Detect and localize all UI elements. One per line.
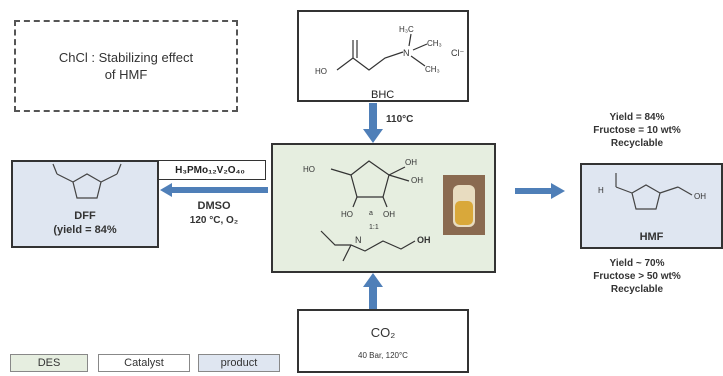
hmf-structure: H OH: [598, 173, 706, 210]
ring-bond-right: [388, 174, 410, 182]
bhc-methyl-bond-2: [412, 43, 428, 51]
dff-product-box: DFF (yield = 84%: [11, 160, 159, 248]
center-oh-top: OH: [405, 158, 417, 167]
bhc-chloride-label: Cl⁻: [451, 48, 464, 58]
dff-aldehyde-right: [116, 163, 122, 175]
hmf-bond-right: [659, 186, 679, 194]
center-oh-bottom: OH: [383, 210, 395, 219]
choline-methyl-bond: [342, 244, 352, 262]
fructose-ring: [350, 160, 390, 198]
bhc-structure: HO N H₃C CH₃ CH₃ Cl⁻ BHC: [315, 25, 464, 101]
arrow-right-to-hmf: [515, 183, 565, 199]
legend-catalyst: Catalyst: [98, 354, 190, 372]
bhc-label: BHC: [371, 89, 394, 101]
center-n-label: N: [355, 235, 362, 245]
arrow-down-from-bhc: [363, 103, 383, 143]
vial-liquid: [455, 201, 473, 225]
hmf-product-box: H OH HMF: [580, 163, 723, 249]
ring-bond-bottom-right: [382, 196, 388, 208]
hmf-bond-left: [615, 186, 633, 194]
hmf-bottom-yield: Yield ~ 70%: [609, 258, 665, 269]
legend-des-label: DES: [37, 357, 61, 369]
center-oh-right: OH: [411, 176, 423, 185]
hmf-bond-oh: [677, 186, 693, 196]
dff-name: DFF: [74, 210, 96, 222]
legend-product: product: [198, 354, 280, 372]
hmf-top-yield: Yield = 84%: [609, 112, 665, 123]
center-ho-left: HO: [303, 165, 315, 174]
bhc-h3c-label: H₃C: [399, 25, 414, 34]
bhc-methyl-bond-1: [408, 33, 412, 47]
dff-bond-right: [100, 173, 118, 183]
ring-bond-left: [330, 168, 352, 176]
hmf-h-label: H: [598, 186, 604, 195]
hmf-bottom-fructose: Fructose > 50 wt%: [593, 271, 681, 282]
bhc-methyl-bond-3: [410, 55, 426, 67]
ring-bond-bottom-left: [352, 196, 358, 208]
hmf-oh-label: OH: [694, 192, 706, 201]
bhc-n-label: N: [403, 48, 410, 58]
hmf-name: HMF: [639, 231, 664, 243]
hmf-bottom-recyclable: Recyclable: [610, 284, 664, 295]
bhc-box: HO N H₃C CH₃ CH₃ Cl⁻ BHC: [297, 10, 469, 102]
hmf-top-recyclable: Recyclable: [610, 138, 664, 149]
hmf-top-fructose: Fructose = 10 wt%: [593, 125, 681, 136]
choline-chain-bond: [320, 230, 416, 252]
dff-bond-left: [56, 173, 74, 183]
center-oh-chain: OH: [417, 235, 431, 245]
co2-formula: CO₂: [370, 325, 396, 340]
co2-conditions: 40 Bar, 120°C: [358, 351, 408, 360]
note-line-1: ChCl : Stabilizing effect: [58, 50, 194, 65]
dff-furan-ring: [72, 173, 102, 199]
hmf-furan-ring: [631, 184, 661, 210]
dff-aldehyde-left: [52, 163, 58, 175]
des-structure: HO OH OH HO OH a 1:1 N OH: [303, 158, 485, 262]
co2-box: CO₂ 40 Bar, 120°C: [297, 309, 469, 373]
solvent-label: DMSO: [197, 200, 231, 212]
conditions-label: 120 °C, O₂: [189, 215, 239, 226]
dff-structure: [52, 163, 122, 199]
catalyst-formula: H₃PMo₁₂V₂O₄₀: [175, 164, 245, 176]
legend-product-label: product: [220, 357, 258, 369]
des-center-box: HO OH OH HO OH a 1:1 N OH: [271, 143, 496, 273]
temperature-label-top: 110°C: [386, 114, 414, 125]
bhc-methyl-label-1: CH₃: [427, 39, 442, 48]
legend-des: DES: [10, 354, 88, 372]
arrow-up-from-co2: [363, 273, 383, 309]
center-ho-bottom: HO: [341, 210, 353, 219]
dff-yield: (yield = 84%: [53, 224, 117, 236]
chcl-note-box: ChCl : Stabilizing effect of HMF: [14, 20, 238, 112]
legend-catalyst-label: Catalyst: [124, 357, 164, 369]
center-dot-label: a: [369, 210, 373, 217]
note-line-2: of HMF: [104, 67, 148, 82]
center-ratio-label: 1:1: [369, 224, 379, 231]
arrow-left-to-dff: [160, 183, 268, 197]
bhc-methyl-label-2: CH₃: [425, 65, 440, 74]
bhc-chain-bond: [336, 51, 404, 71]
bhc-ho-label: HO: [315, 67, 327, 76]
catalyst-label-box: H₃PMo₁₂V₂O₄₀: [154, 160, 266, 180]
ring-bond-right-top: [388, 166, 406, 176]
